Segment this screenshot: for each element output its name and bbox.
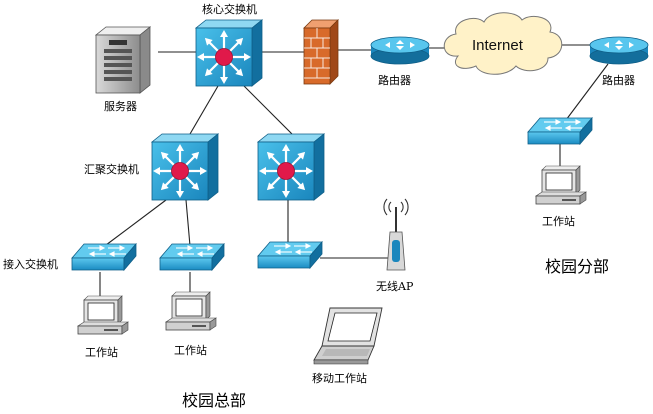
access-switch-icon [257,240,323,270]
campus-branch-label: 校园分部 [545,257,610,276]
core-switch-label: 核心交换机 [202,3,257,16]
link-branch-router-switch [565,63,609,121]
access-switch-icon [71,242,137,272]
access-switch-icon [159,242,225,272]
wireless-ap-icon [383,198,409,271]
workstation-icon [77,295,129,335]
link-core-agg-left [189,85,219,135]
workstation-label: 工作站 [542,215,575,228]
workstation-icon [165,291,217,331]
workstation-icon [535,165,587,205]
internet-cloud-icon [443,12,563,75]
access-switch-icon [527,116,593,146]
server-label: 服务器 [104,100,137,113]
firewall-icon [303,19,339,85]
aggregation-switch-label: 汇聚交换机 [84,163,139,176]
links [99,44,609,300]
aggregation-switch-icon [256,133,326,201]
laptop-icon [313,307,383,365]
link-agg-access-1 [101,199,167,249]
router-icon [589,36,649,65]
router-label: 路由器 [378,74,411,87]
internet-label: Internet [472,37,523,54]
server-icon [94,26,152,94]
workstation-label: 工作站 [174,344,207,357]
ap-label: 无线AP [376,280,414,293]
link-core-agg-right [243,85,293,135]
router-icon [370,36,430,65]
branch-router-label: 路由器 [602,74,635,87]
mobile-workstation-label: 移动工作站 [312,372,367,385]
access-switch-label: 接入交换机 [3,258,58,271]
aggregation-switch-icon [150,133,220,201]
link-agg-access-2 [185,199,191,247]
campus-main-label: 校园总部 [182,391,247,410]
core-switch-icon [194,19,264,87]
workstation-label: 工作站 [85,346,118,359]
